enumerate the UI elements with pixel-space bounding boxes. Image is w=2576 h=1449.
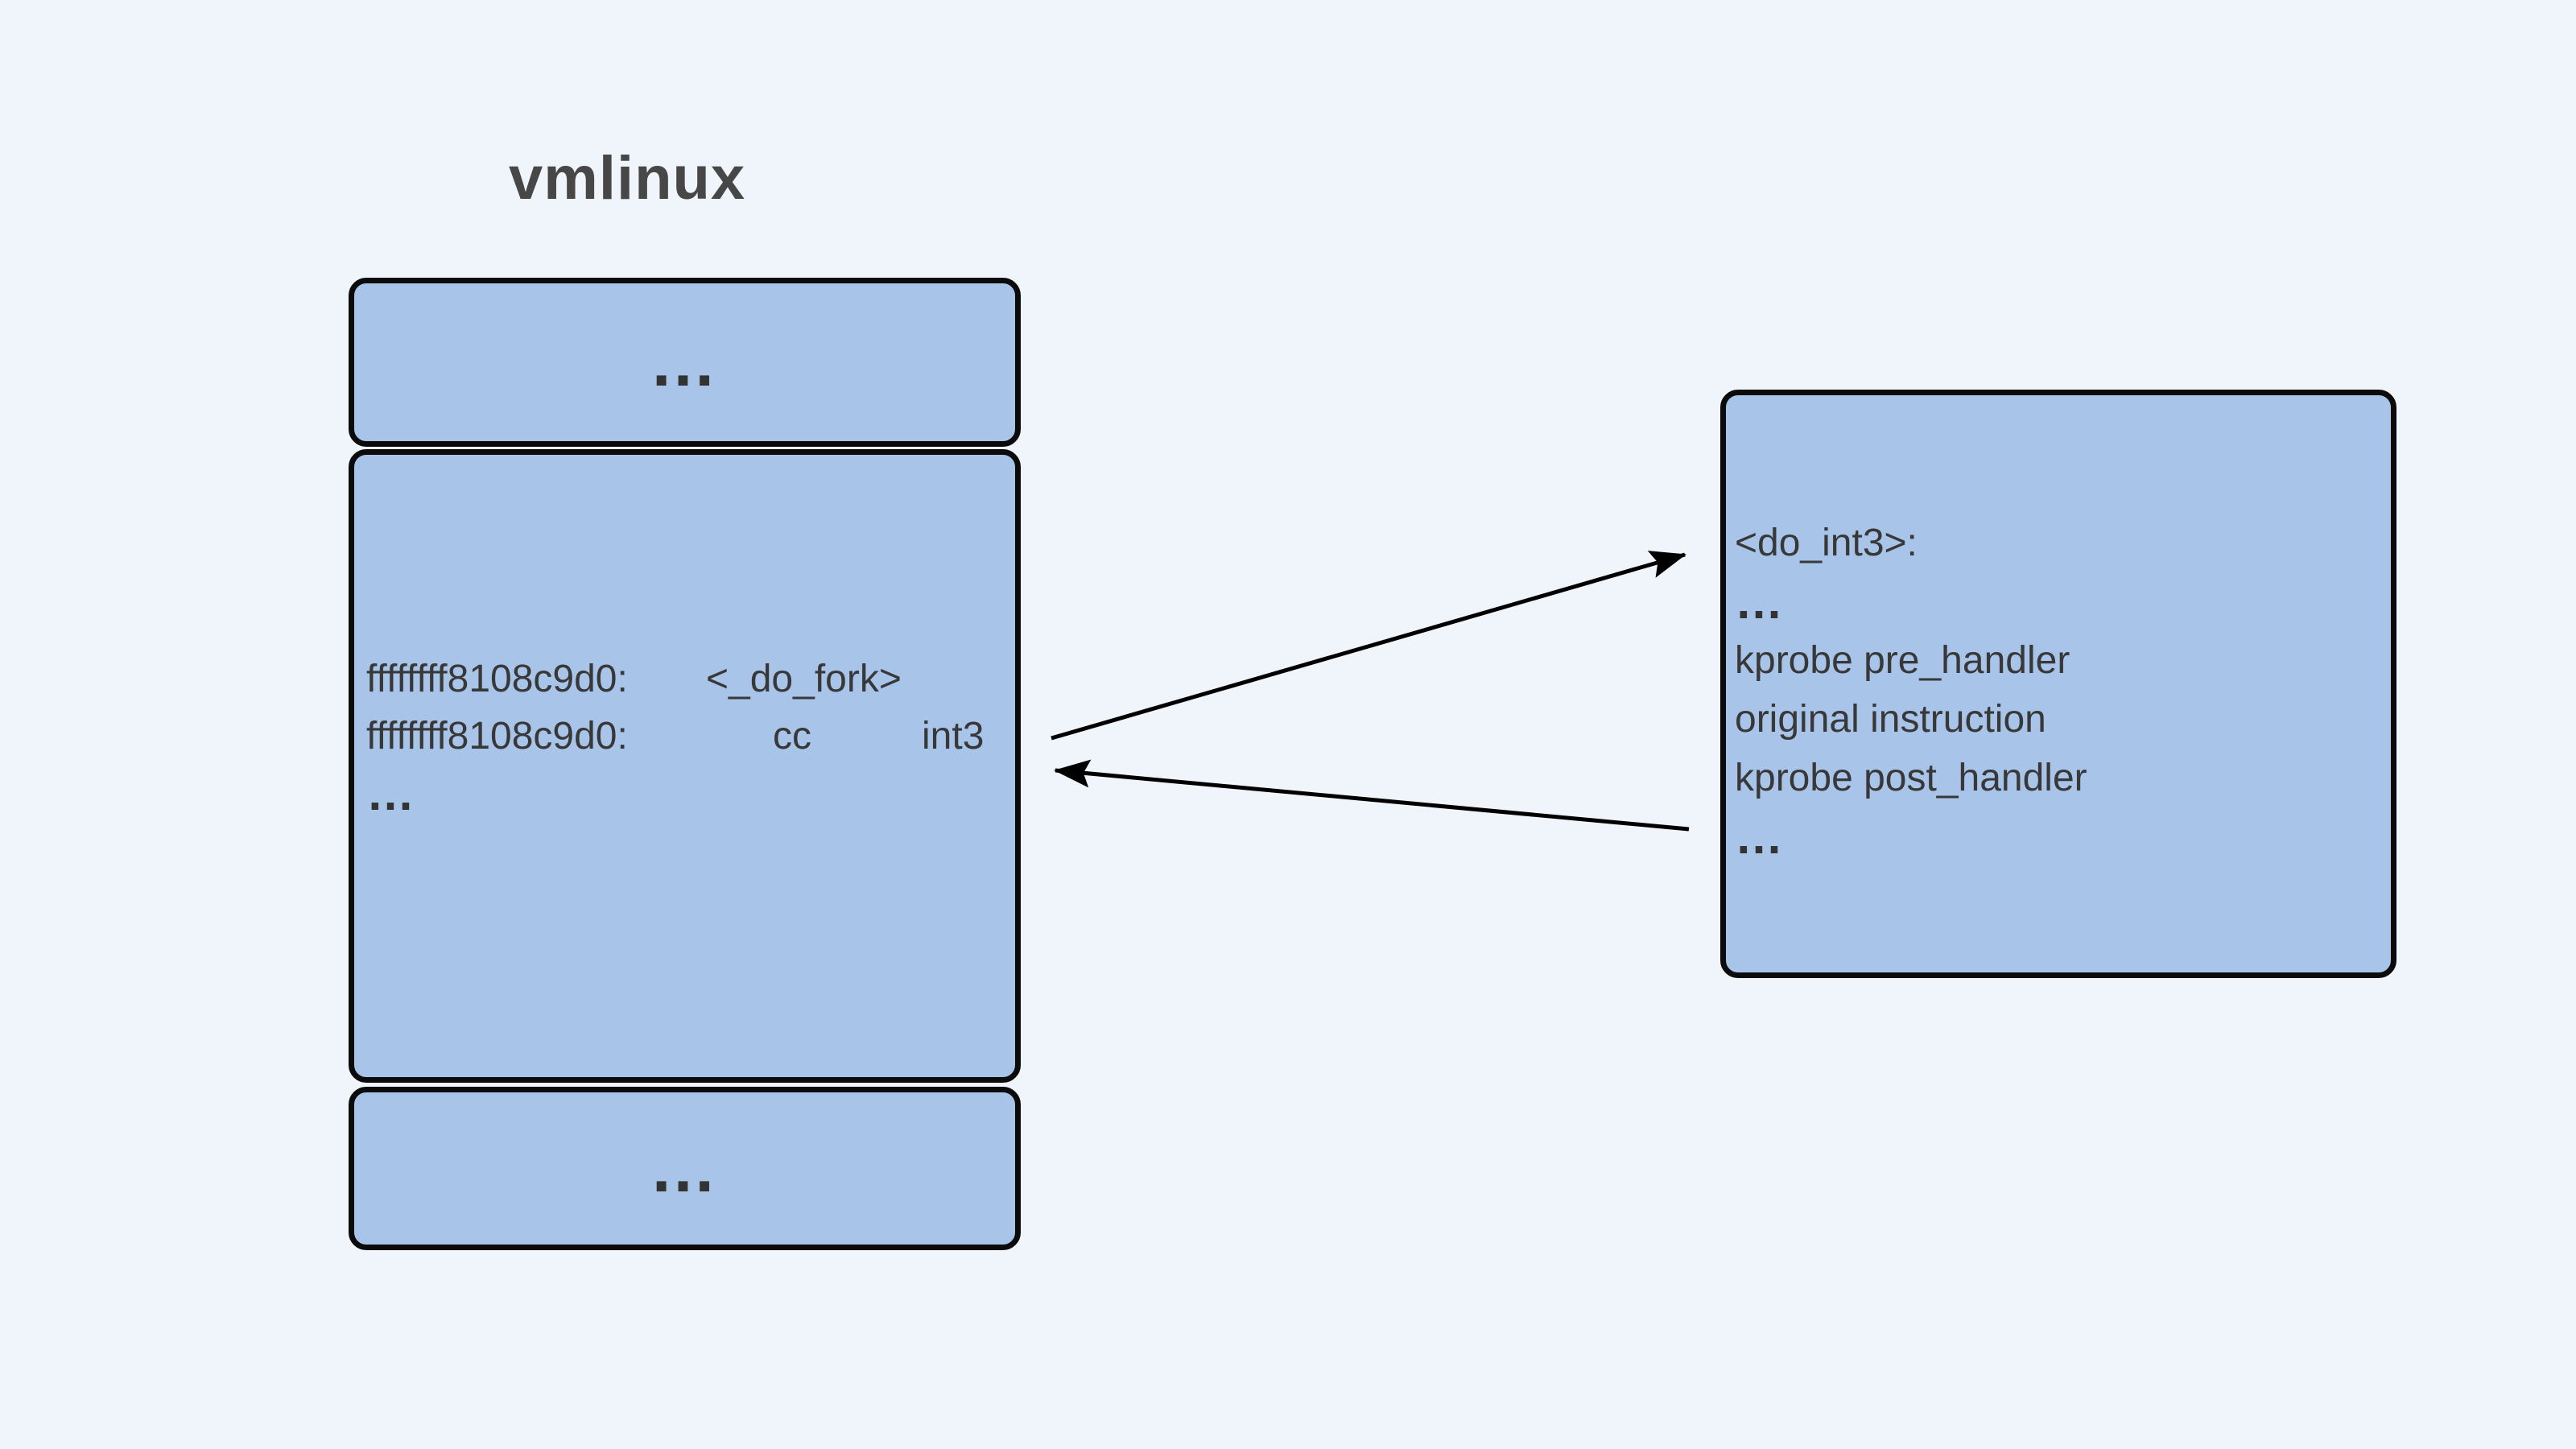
arrow-trap-to-handler: [1051, 551, 1686, 741]
post-handler-label: kprobe post_handler: [1735, 757, 2087, 799]
ellipsis-text: …: [649, 324, 720, 400]
original-instruction-label: original instruction: [1735, 698, 2046, 741]
handler-line-ellipsis: …: [1735, 807, 2087, 866]
code-line-int3: ffffffff8108c9d0: cc int3: [366, 708, 984, 765]
handler-line-ellipsis: …: [1735, 572, 2087, 631]
diagram-title: vmlinux: [509, 144, 746, 213]
vmlinux-bottom-section: …: [349, 1087, 1021, 1250]
handler-line-pre-handler: kprobe pre_handler: [1735, 631, 2087, 690]
ellipsis-text: …: [1735, 575, 1785, 629]
vmlinux-top-section: …: [349, 278, 1021, 447]
handler-listing: <do_int3>: … kprobe pre_handler original…: [1735, 514, 2087, 866]
handler-line-post-handler: kprobe post_handler: [1735, 749, 2087, 807]
ellipsis-text: …: [366, 766, 417, 820]
ellipsis-text: …: [1735, 810, 1785, 864]
instruction-address: ffffffff8108c9d0:: [366, 658, 628, 700]
int3-handler-box: <do_int3>: … kprobe pre_handler original…: [1720, 390, 2396, 978]
vmlinux-code-section: ffffffff8108c9d0: <_do_fork> ffffffff810…: [349, 449, 1021, 1083]
code-line-ellipsis: …: [366, 765, 984, 822]
pre-handler-label: kprobe pre_handler: [1735, 639, 2070, 682]
arrow-return-from-handler: [1054, 759, 1690, 832]
handler-line-label: <do_int3>:: [1735, 514, 2087, 572]
code-line-do-fork: ffffffff8108c9d0: <_do_fork>: [366, 650, 984, 708]
opcode-byte: cc: [773, 715, 811, 758]
handler-line-original-instruction: original instruction: [1735, 690, 2087, 749]
ellipsis-text: …: [649, 1130, 720, 1206]
handler-symbol: <do_int3>:: [1735, 522, 1918, 564]
instruction-address: ffffffff8108c9d0:: [366, 715, 628, 758]
symbol-name: <_do_fork>: [706, 658, 902, 700]
disassembly-listing: ffffffff8108c9d0: <_do_fork> ffffffff810…: [366, 650, 984, 822]
instruction-mnemonic: int3: [922, 715, 985, 758]
